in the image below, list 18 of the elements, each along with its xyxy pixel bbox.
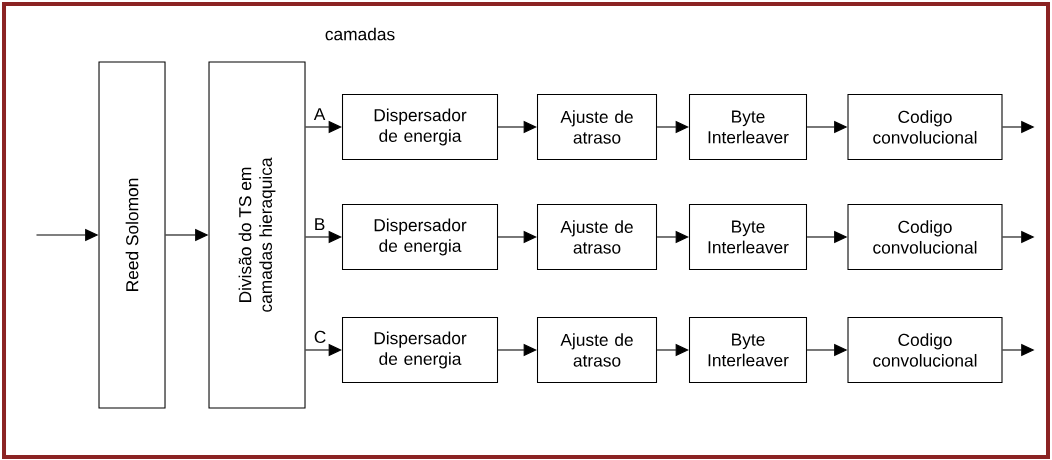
process-box: Codigo convolucional [847,316,1003,384]
process-box: Reed Solomon [98,61,166,409]
process-box: Ajuste de atraso [536,203,658,271]
layer-box: Divisão do TS em camadas hieraquica [208,61,306,409]
edge-label: B [315,218,325,231]
process-box: Codigo convolucional [847,93,1003,161]
process-box: Byte Interleaver [688,316,808,384]
process-box: Ajuste de atraso [536,93,658,161]
process-box: Dispersador de energia [341,93,499,161]
heading-label: camadas [325,27,395,41]
process-box: Ajuste de atraso [536,316,658,384]
process-box: Codigo convolucional [847,203,1003,271]
edge-label: A [313,108,326,121]
process-box: Dispersador de energia [341,316,499,384]
process-box: Byte Interleaver [688,93,808,161]
edge-label: C [314,330,326,344]
process-box: Byte Interleaver [688,203,808,271]
process-box: Dispersador de energia [341,203,499,271]
